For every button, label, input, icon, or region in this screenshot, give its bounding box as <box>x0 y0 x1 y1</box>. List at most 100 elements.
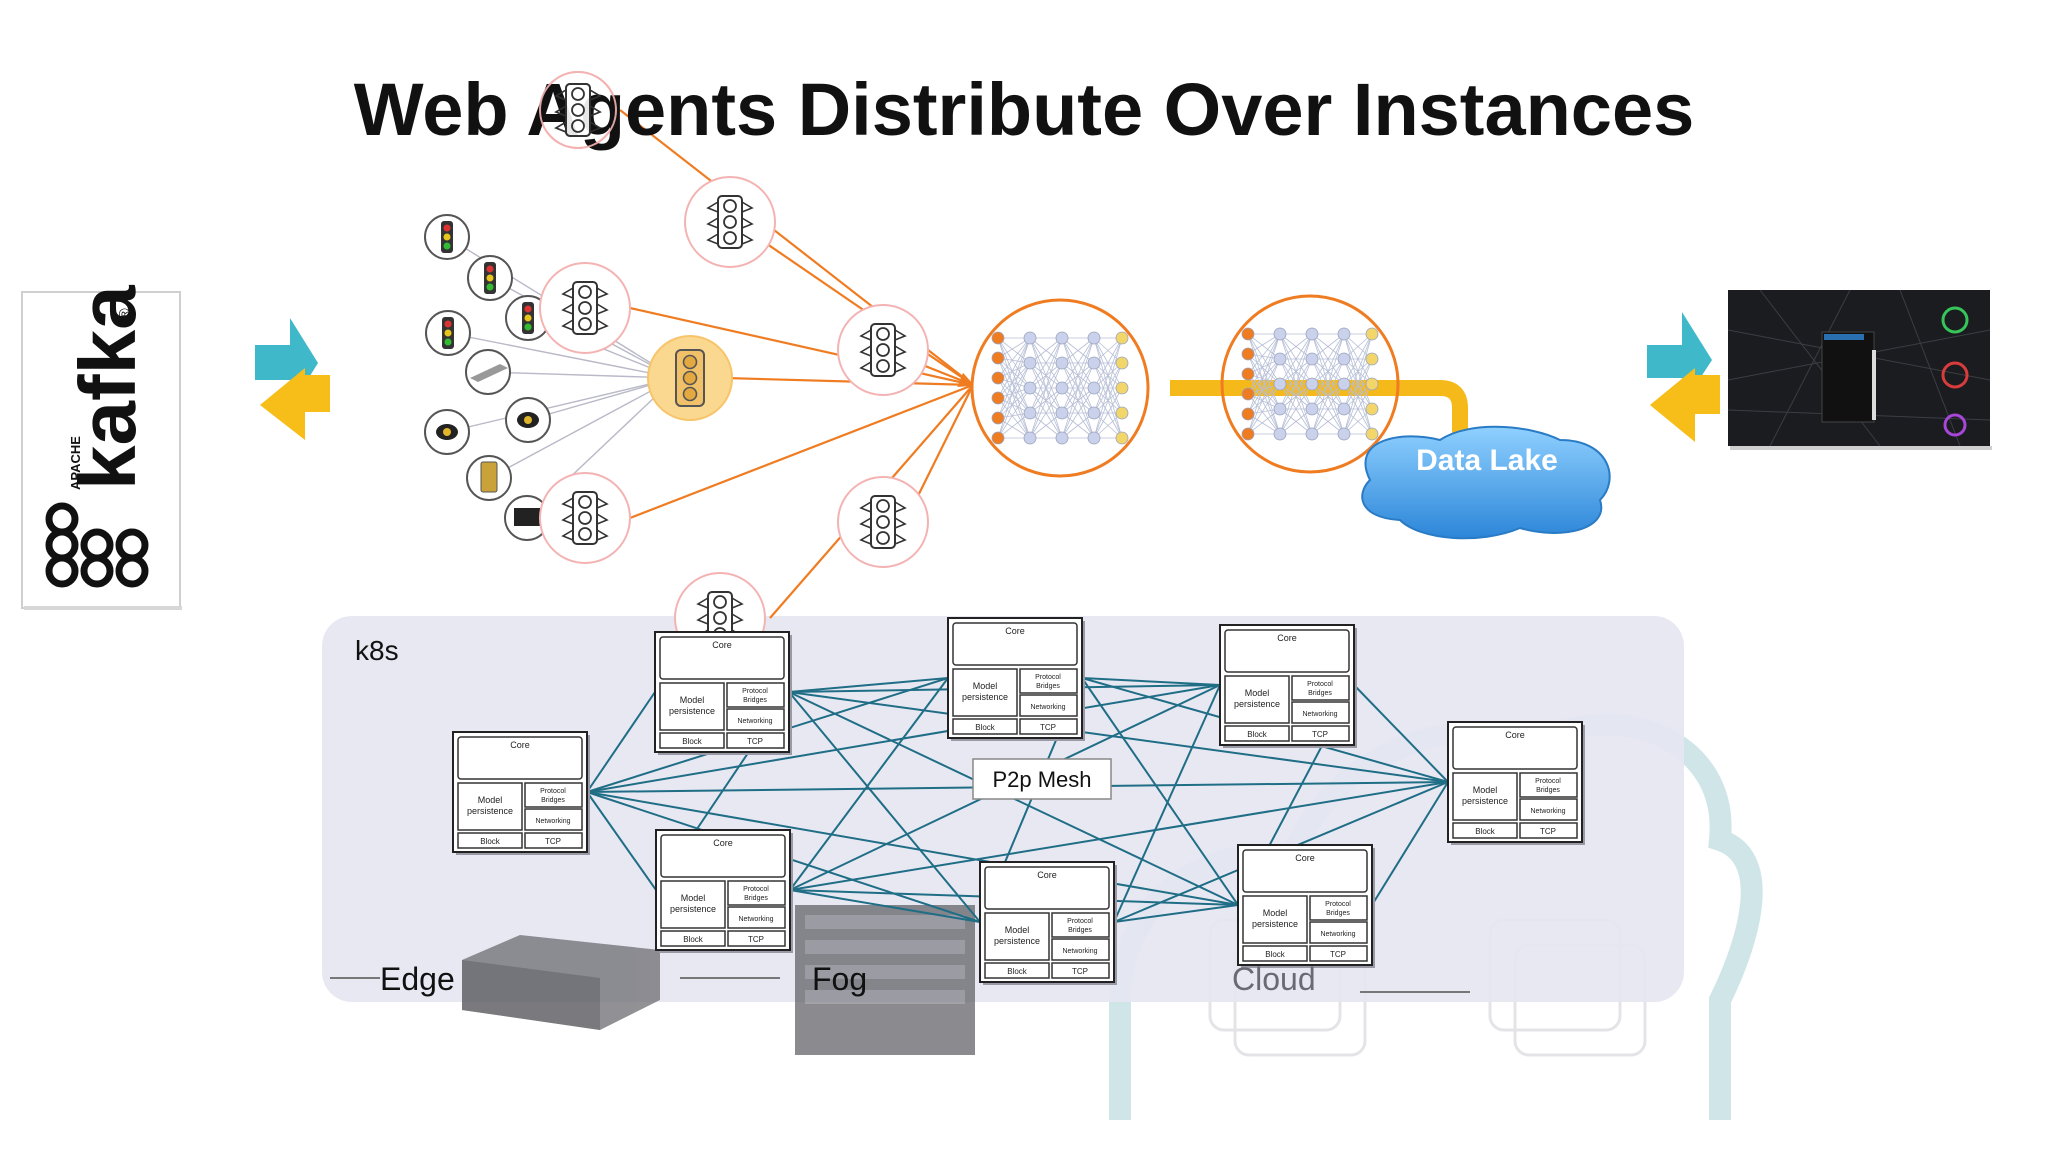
node-networking-label: Networking <box>1302 711 1337 718</box>
mesh-label: P2p Mesh <box>992 767 1091 792</box>
node-bridges-label: Bridges <box>541 797 565 804</box>
node-persistence-label: Model <box>680 695 705 705</box>
node-networking-label: Networking <box>1530 808 1565 815</box>
node-persistence-label: Model <box>1005 925 1030 935</box>
kafka-wordmark: kafka <box>63 285 152 490</box>
node-persistence-label: Model <box>478 795 503 805</box>
node-block-label: Block <box>1265 950 1286 959</box>
road-sensor-icon <box>465 349 511 395</box>
node-block-label: Block <box>682 737 703 746</box>
node-networking-label: Networking <box>535 818 570 825</box>
node-bridges-label: Bridges <box>1308 690 1332 697</box>
web-agent-icon <box>539 71 617 149</box>
node-block-label: Block <box>975 723 996 732</box>
node-tcp-label: TCP <box>545 837 561 846</box>
data-lake-label: Data Lake <box>1416 444 1558 477</box>
node-persistence-label: persistence <box>1462 796 1508 806</box>
edge-device-icon <box>462 935 660 1030</box>
node-tcp-label: TCP <box>1540 827 1556 836</box>
kafka-logo: kafka APACHE ® <box>21 285 182 610</box>
node-block-label: Block <box>1007 967 1028 976</box>
node-persistence-label: Model <box>973 681 998 691</box>
node-persistence-label: persistence <box>994 936 1040 946</box>
node-networking-label: Networking <box>737 718 772 725</box>
node-persistence-label: persistence <box>669 706 715 716</box>
kafka-registered-mark: ® <box>117 308 134 320</box>
node-persistence-label: persistence <box>1252 919 1298 929</box>
neural-network-icon <box>1220 294 1400 474</box>
node-core-label: Core <box>1277 633 1297 643</box>
node-bridges-label: Bridges <box>1036 683 1060 690</box>
neural-network-icon <box>970 298 1150 478</box>
node-persistence-label: persistence <box>670 904 716 914</box>
node-persistence-label: persistence <box>1234 699 1280 709</box>
node-tcp-label: TCP <box>1312 730 1328 739</box>
dashboard-thumbnail <box>1727 289 1992 450</box>
node-bridges-label: Protocol <box>742 688 768 695</box>
node-tcp-label: TCP <box>1072 967 1088 976</box>
data-pipe <box>1170 380 1468 440</box>
mesh-label-box <box>972 758 1112 800</box>
node-persistence-label: persistence <box>467 806 513 816</box>
camera-sensor-icon <box>505 397 551 443</box>
node-persistence-label: Model <box>1473 785 1498 795</box>
node-block-label: Block <box>683 935 704 944</box>
camera-sensor-icon <box>424 409 470 455</box>
kafka-prefix: APACHE <box>68 436 83 490</box>
node-core-label: Core <box>510 740 530 750</box>
flow-arrow-icon <box>1647 312 1720 442</box>
node-persistence-label: Model <box>681 893 706 903</box>
node-bridges-label: Protocol <box>1325 901 1351 908</box>
node-core-label: Core <box>712 640 732 650</box>
node-bridges-label: Bridges <box>1536 787 1560 794</box>
node-core-label: Core <box>1295 853 1315 863</box>
node-persistence-label: Model <box>1245 688 1270 698</box>
instance-node: CoreModelpersistenceProtocolBridgesNetwo… <box>1237 844 1375 968</box>
tier-label-cloud: Cloud <box>1232 961 1316 997</box>
node-bridges-label: Protocol <box>540 788 566 795</box>
web-agent-icon <box>684 176 776 268</box>
node-bridges-label: Protocol <box>1535 778 1561 785</box>
node-bridges-label: Protocol <box>1035 674 1061 681</box>
node-networking-label: Networking <box>1062 948 1097 955</box>
k8s-label: k8s <box>355 635 399 666</box>
node-core-label: Core <box>1505 730 1525 740</box>
node-persistence-label: persistence <box>962 692 1008 702</box>
traffic-light-sensor-icon <box>425 310 471 356</box>
aggregate-agent-icon <box>647 335 733 421</box>
fog-server-icon <box>795 905 975 1055</box>
node-bridges-label: Protocol <box>1307 681 1333 688</box>
node-tcp-label: TCP <box>1040 723 1056 732</box>
node-block-label: Block <box>480 837 501 846</box>
tier-label-edge: Edge <box>380 961 455 997</box>
node-bridges-label: Protocol <box>743 886 769 893</box>
node-tcp-label: TCP <box>747 737 763 746</box>
traffic-light-sensor-icon <box>467 255 513 301</box>
node-networking-label: Networking <box>1030 704 1065 711</box>
web-agent-icon <box>837 476 929 568</box>
web-agent-icon <box>539 262 631 354</box>
node-bridges-label: Protocol <box>1067 918 1093 925</box>
node-tcp-label: TCP <box>748 935 764 944</box>
meter-sensor-icon <box>466 455 512 501</box>
node-bridges-label: Bridges <box>1068 927 1092 934</box>
node-networking-label: Networking <box>738 916 773 923</box>
node-block-label: Block <box>1247 730 1268 739</box>
node-core-label: Core <box>1037 870 1057 880</box>
node-bridges-label: Bridges <box>743 697 767 704</box>
node-bridges-label: Bridges <box>744 895 768 902</box>
node-core-label: Core <box>1005 626 1025 636</box>
web-agent-icon <box>539 472 631 564</box>
data-lake-icon <box>1361 425 1611 540</box>
node-core-label: Core <box>713 838 733 848</box>
node-block-label: Block <box>1475 827 1496 836</box>
node-persistence-label: Model <box>1263 908 1288 918</box>
